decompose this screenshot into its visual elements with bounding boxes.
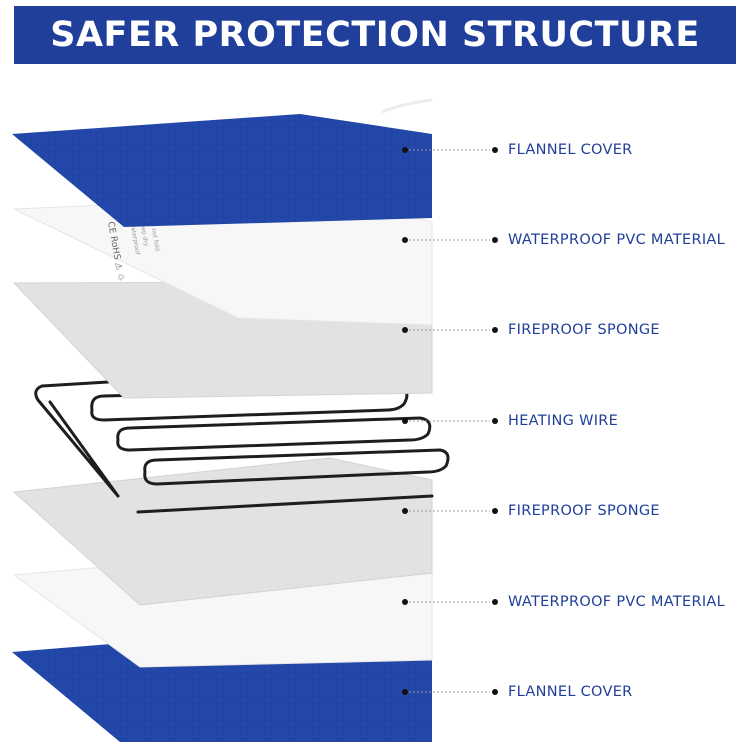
connector-5 [402, 508, 498, 514]
layer-flannel-cover-top-texture [12, 114, 432, 227]
label-sponge-bottom: FIREPROOF SPONGE [508, 503, 660, 519]
connector-3 [402, 327, 498, 333]
label-flannel-cover-top: FLANNEL COVER [508, 142, 633, 158]
connector-1 [402, 147, 498, 153]
layer-heating-wire [34, 380, 450, 514]
label-flannel-cover-bottom: FLANNEL COVER [508, 684, 633, 700]
connector-2 [402, 237, 498, 243]
connector-6 [402, 599, 498, 605]
pvc-tag-line-3: Keep dry [138, 220, 150, 248]
connector-4 [402, 418, 498, 424]
label-sponge-top: FIREPROOF SPONGE [508, 322, 660, 338]
label-pvc-top: WATERPROOF PVC MATERIAL [508, 232, 725, 248]
label-pvc-bottom: WATERPROOF PVC MATERIAL [508, 594, 725, 610]
connector-7 [402, 689, 498, 695]
power-cord [381, 98, 433, 114]
title-banner: SAFER PROTECTION STRUCTURE [14, 6, 736, 64]
page-title: SAFER PROTECTION STRUCTURE [50, 15, 700, 55]
label-heating-wire: HEATING WIRE [508, 413, 619, 429]
